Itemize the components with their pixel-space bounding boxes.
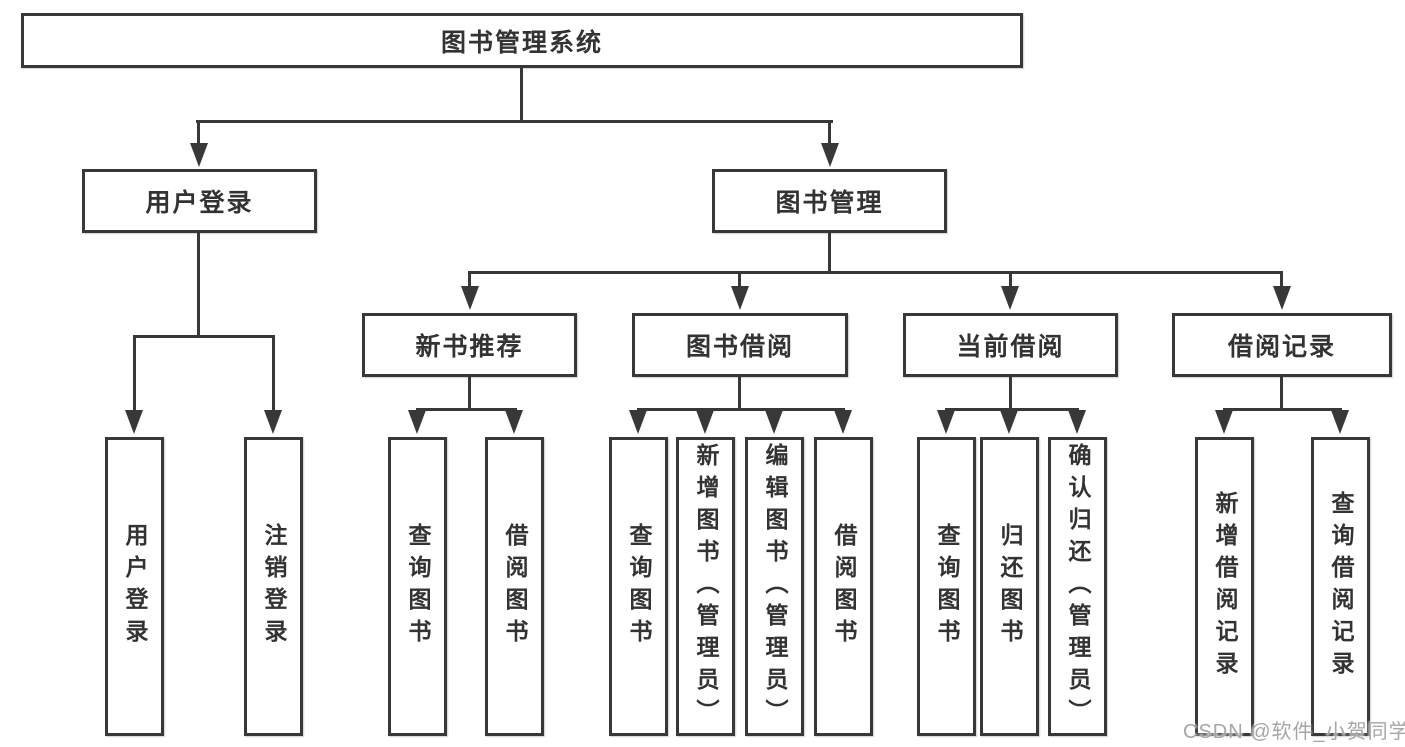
node-borrow-records-label: 借阅记录 — [1227, 333, 1336, 361]
leaf-recommend-borrow-books: 借阅图书 — [485, 437, 544, 736]
arrowhead-book-mgmt — [821, 143, 839, 167]
arrowhead-records — [1273, 286, 1291, 310]
leaf-user-login: 用户登录 — [105, 437, 164, 736]
leaf-confirm-return-admin: 确认归还（管理员） — [1048, 437, 1107, 736]
arrowhead-leaf-login — [125, 410, 143, 434]
node-user-login-label: 用户登录 — [145, 189, 254, 217]
connector-user-login-split — [133, 335, 275, 338]
connector-leaf-login-stem — [133, 335, 136, 411]
leaf-query-borrow-record-label: 查询借阅记录 — [1328, 490, 1354, 683]
leaf-current-query-books: 查询图书 — [917, 437, 976, 736]
node-user-login: 用户登录 — [82, 169, 317, 233]
node-borrow-records: 借阅记录 — [1172, 313, 1392, 377]
leaf-recommend-query-books: 查询图书 — [388, 437, 447, 736]
connector-recommend-split — [416, 408, 517, 411]
leaf-add-borrow-record-label: 新增借阅记录 — [1212, 490, 1238, 683]
connector-borrow-split — [637, 408, 845, 411]
connector-to-borrow-stem — [738, 271, 741, 288]
connector-records-split — [1223, 408, 1342, 411]
node-book-management-label: 图书管理 — [775, 189, 884, 217]
arrowhead-current-confirm — [1068, 410, 1086, 434]
csdn-watermark: CSDN @软件_小贺同学 — [1183, 721, 1405, 743]
connector-level3-split — [468, 271, 1283, 274]
node-current-borrow-label: 当前借阅 — [956, 333, 1065, 361]
leaf-logout-label: 注销登录 — [261, 522, 287, 651]
connector-current-split — [945, 408, 1079, 411]
connector-to-user-login-stem — [197, 120, 200, 146]
connector-borrow-stem — [738, 377, 741, 411]
leaf-borrow-query-books: 查询图书 — [609, 437, 668, 736]
connector-root-stem — [520, 68, 523, 122]
arrowhead-records-add — [1215, 410, 1233, 434]
arrowhead-current — [1001, 286, 1019, 310]
arrowhead-borrow-query — [629, 410, 647, 434]
node-root: 图书管理系统 — [21, 13, 1023, 68]
connector-to-recommend-stem — [468, 271, 471, 288]
arrowhead-borrow-add — [696, 410, 714, 434]
leaf-borrow-borrow-books-label: 借阅图书 — [831, 522, 857, 651]
node-new-book-recommend-label: 新书推荐 — [415, 333, 524, 361]
connector-user-login-stem — [197, 233, 200, 335]
arrowhead-recommend-borrow — [505, 410, 523, 434]
node-new-book-recommend: 新书推荐 — [362, 313, 577, 377]
leaf-return-books-label: 归还图书 — [997, 522, 1023, 651]
leaf-add-book-admin-label: 新增图书（管理员） — [693, 442, 719, 731]
connector-level1-split — [196, 120, 833, 123]
leaf-add-borrow-record: 新增借阅记录 — [1195, 437, 1254, 736]
connector-recommend-stem — [468, 377, 471, 411]
leaf-query-borrow-record: 查询借阅记录 — [1311, 437, 1370, 736]
arrowhead-current-return — [1000, 410, 1018, 434]
connector-current-stem — [1009, 377, 1012, 411]
node-current-borrow: 当前借阅 — [903, 313, 1118, 377]
arrowhead-recommend — [461, 286, 479, 310]
leaf-edit-book-admin: 编辑图书（管理员） — [745, 437, 804, 736]
leaf-add-book-admin: 新增图书（管理员） — [676, 437, 735, 736]
arrowhead-borrow-edit — [765, 410, 783, 434]
arrowhead-current-query — [937, 410, 955, 434]
arrowhead-leaf-logout — [264, 410, 282, 434]
leaf-current-query-books-label: 查询图书 — [934, 522, 960, 651]
leaf-return-books: 归还图书 — [980, 437, 1039, 736]
connector-to-book-mgmt-stem — [828, 120, 831, 146]
leaf-recommend-query-books-label: 查询图书 — [405, 522, 431, 651]
arrowhead-borrow-borrow — [834, 410, 852, 434]
leaf-user-login-label: 用户登录 — [122, 522, 148, 651]
node-book-borrow-label: 图书借阅 — [685, 333, 794, 361]
connector-records-stem — [1280, 377, 1283, 411]
leaf-recommend-borrow-books-label: 借阅图书 — [502, 522, 528, 651]
leaf-confirm-return-admin-label: 确认归还（管理员） — [1065, 442, 1091, 731]
arrowhead-recommend-query — [408, 410, 426, 434]
node-book-borrow: 图书借阅 — [632, 313, 848, 377]
leaf-edit-book-admin-label: 编辑图书（管理员） — [762, 442, 788, 731]
arrowhead-user-login — [190, 143, 208, 167]
connector-leaf-logout-stem — [272, 335, 275, 411]
connector-book-mgmt-stem — [828, 233, 831, 271]
connector-to-records-stem — [1280, 271, 1283, 288]
leaf-logout: 注销登录 — [244, 437, 303, 736]
node-root-label: 图书管理系统 — [440, 28, 603, 57]
node-book-management: 图书管理 — [712, 169, 947, 233]
arrowhead-records-query — [1331, 410, 1349, 434]
leaf-borrow-borrow-books: 借阅图书 — [814, 437, 873, 736]
arrowhead-borrow — [731, 286, 749, 310]
leaf-borrow-query-books-label: 查询图书 — [626, 522, 652, 651]
connector-to-current-stem — [1009, 271, 1012, 288]
